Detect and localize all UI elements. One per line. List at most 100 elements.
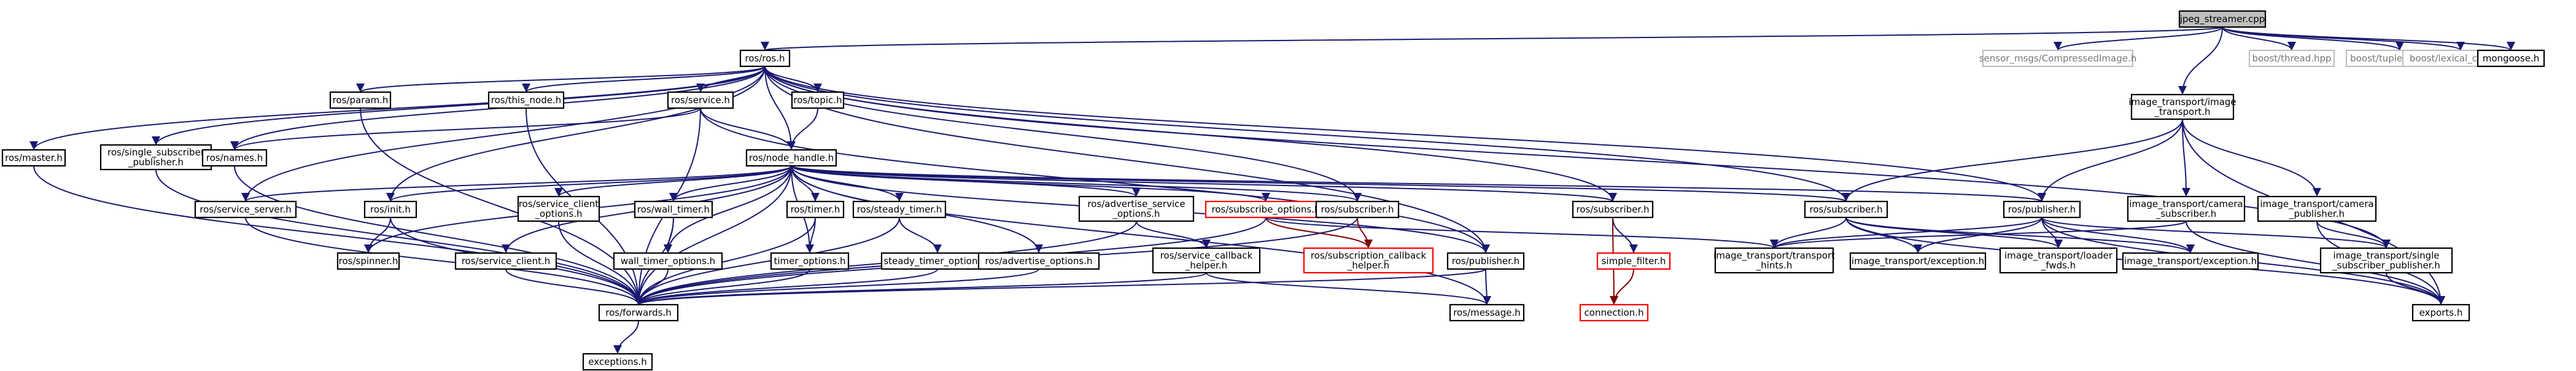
edge-rospublisher2-to-itexc2 (2041, 217, 2195, 254)
node-label: timer_options.h (774, 256, 845, 267)
node-label: ros/publisher.h (1452, 256, 1519, 267)
node-label: ros/wall_timer.h (637, 204, 710, 216)
node-spinner[interactable]: ros/spinner.h (336, 252, 400, 270)
node-servclient[interactable]: ros/service_client.h (454, 252, 557, 270)
node-advservopt[interactable]: ros/advertise_service_options.h (1078, 195, 1195, 222)
node-label: ros/subscribe_options.h (1212, 204, 1321, 216)
node-walltimer[interactable]: ros/wall_timer.h (634, 200, 713, 219)
edge-nodehandle-to-walltimeropt (664, 165, 792, 254)
node-forwards[interactable]: ros/forwards.h (598, 303, 679, 322)
node-itexc1[interactable]: image_transport/exception.h (1849, 252, 1987, 270)
node-service[interactable]: ros/service.h (667, 91, 734, 109)
node-rossubscriber3[interactable]: ros/subscriber.h (1804, 200, 1888, 219)
node-rossubscriber2[interactable]: ros/subscriber.h (1572, 200, 1654, 219)
node-itsinglepub[interactable]: image_transport/single_subscriber_publis… (2319, 247, 2453, 274)
node-master[interactable]: ros/master.h (1, 149, 66, 167)
node-servcb[interactable]: ros/service_callback_helper.h (1152, 247, 1261, 274)
node-label: _publisher.h (2289, 208, 2345, 220)
node-box (1579, 303, 1649, 322)
node-rospublisher[interactable]: ros/publisher.h (1446, 252, 1525, 270)
edge-nodehandle-to-rossubscriber2 (791, 165, 1617, 202)
node-label: image_transport/image (2128, 96, 2236, 108)
node-subcb[interactable]: ros/subscription_callback_helper.h (1303, 247, 1434, 274)
edge-servcb-to-message (1206, 272, 1491, 305)
node-box (1449, 303, 1525, 322)
edge-steadytimeropt-to-forwards (634, 268, 938, 305)
node-label: simple_filter.h (1602, 256, 1666, 267)
node-label: image_transport/camera (2129, 198, 2243, 210)
node-advopt[interactable]: ros/advertise_options.h (977, 252, 1100, 270)
node-label: _subscriber.h (2155, 208, 2217, 220)
edge-nodehandle-to-forwards (634, 165, 792, 305)
node-subopt[interactable]: ros/subscribe_options.h (1205, 200, 1327, 219)
node-timer[interactable]: ros/timer.h (786, 200, 845, 219)
edge-rossubscriber3-to-itexc2 (1845, 217, 2195, 254)
edge-servcb-to-forwards (634, 272, 1207, 305)
edge-ros_ros-to-singlepub (152, 66, 766, 146)
node-timeropt[interactable]: timer_options.h (770, 252, 850, 270)
node-box (2127, 195, 2246, 222)
edge-ros_ros-to-rospublisher2 (764, 66, 2046, 202)
node-box (739, 49, 791, 68)
edge-ros_ros-to-thisnode (522, 66, 766, 93)
node-label: image_transport/single (2334, 250, 2440, 262)
node-steadytimer[interactable]: ros/steady_timer.h (852, 200, 947, 219)
node-servclientopt[interactable]: ros/service_client_options.h (517, 195, 600, 222)
node-box (1315, 200, 1400, 219)
node-box (454, 252, 557, 270)
node-itloader[interactable]: image_transport/loader_fwds.h (1999, 247, 2118, 274)
node-label: ros/subscriber.h (1810, 204, 1883, 215)
node-label: connection.h (1585, 307, 1644, 318)
node-sensor[interactable]: sensor_msgs/CompressedImage.h (1979, 49, 2137, 68)
edge-advopt-to-forwards (634, 268, 1039, 305)
edge-root-to-ros_ros (761, 26, 2223, 51)
node-itcamsub[interactable]: image_transport/camera_subscriber.h (2127, 195, 2246, 222)
node-simplefilter[interactable]: simple_filter.h (1596, 252, 1671, 270)
node-param[interactable]: ros/param.h (329, 91, 392, 109)
edge-init-to-spinner (364, 217, 391, 254)
node-label: _transport.h (2154, 106, 2210, 118)
node-names[interactable]: ros/names.h (201, 149, 268, 167)
node-box (336, 252, 400, 270)
node-singlepub[interactable]: ros/single_subscriber_publisher.h (99, 144, 212, 171)
node-box (1078, 195, 1195, 222)
edge-ros_ros-to-rospublisher (764, 66, 1490, 254)
edge-ros_ros-to-param (356, 66, 766, 93)
node-steadytimeropt[interactable]: steady_timer_options.h (880, 252, 995, 270)
node-label: image_transport/transport (1713, 250, 1835, 262)
node-box (2257, 195, 2377, 222)
node-rossubscriber[interactable]: ros/subscriber.h (1315, 200, 1400, 219)
node-box (634, 200, 713, 219)
node-label: mongoose.h (2483, 53, 2540, 64)
edge-root-to-mongoose (2222, 26, 2515, 51)
node-label: _options.h (534, 208, 582, 220)
node-root[interactable]: jpeg_streamer.cpp (2178, 10, 2267, 28)
node-ittrans[interactable]: image_transport/transport_hints.h (1713, 247, 1835, 274)
node-walltimeropt[interactable]: wall_timer_options.h (613, 252, 723, 270)
node-itexc2[interactable]: image_transport/exception.h (2122, 252, 2259, 270)
node-exports[interactable]: exports.h (2411, 303, 2470, 322)
node-nodehandle[interactable]: ros/node_handle.h (745, 149, 837, 167)
node-servserver[interactable]: ros/service_server.h (194, 200, 297, 219)
node-mongoose[interactable]: mongoose.h (2477, 49, 2545, 68)
node-connection[interactable]: connection.h (1579, 303, 1649, 322)
node-box (2122, 252, 2259, 270)
edge-root-to-bthread (2222, 26, 2296, 51)
node-label: _publisher.h (128, 157, 184, 168)
edge-ros_ros-to-servserver (241, 66, 766, 202)
edge-service-to-names (230, 107, 701, 150)
node-label: ros/init.h (370, 204, 411, 215)
node-topic[interactable]: ros/topic.h (791, 91, 845, 109)
edge-nodehandle-to-servserver (241, 165, 792, 202)
node-it[interactable]: image_transport/image_transport.h (2128, 93, 2237, 120)
node-rospublisher2[interactable]: ros/publisher.h (2003, 200, 2081, 219)
node-message[interactable]: ros/message.h (1449, 303, 1525, 322)
node-bthread[interactable]: boost/thread.hpp (2248, 49, 2335, 68)
node-exceptions[interactable]: exceptions.h (582, 353, 653, 371)
node-itcampub[interactable]: image_transport/camera_publisher.h (2257, 195, 2377, 222)
node-thisnode[interactable]: ros/this_node.h (487, 91, 565, 109)
node-init[interactable]: ros/init.h (363, 200, 417, 219)
edge-itcampub-to-itsinglepub (2316, 221, 2391, 249)
node-ros_ros[interactable]: ros/ros.h (739, 49, 791, 68)
node-label: ros/advertise_options.h (985, 256, 1093, 267)
